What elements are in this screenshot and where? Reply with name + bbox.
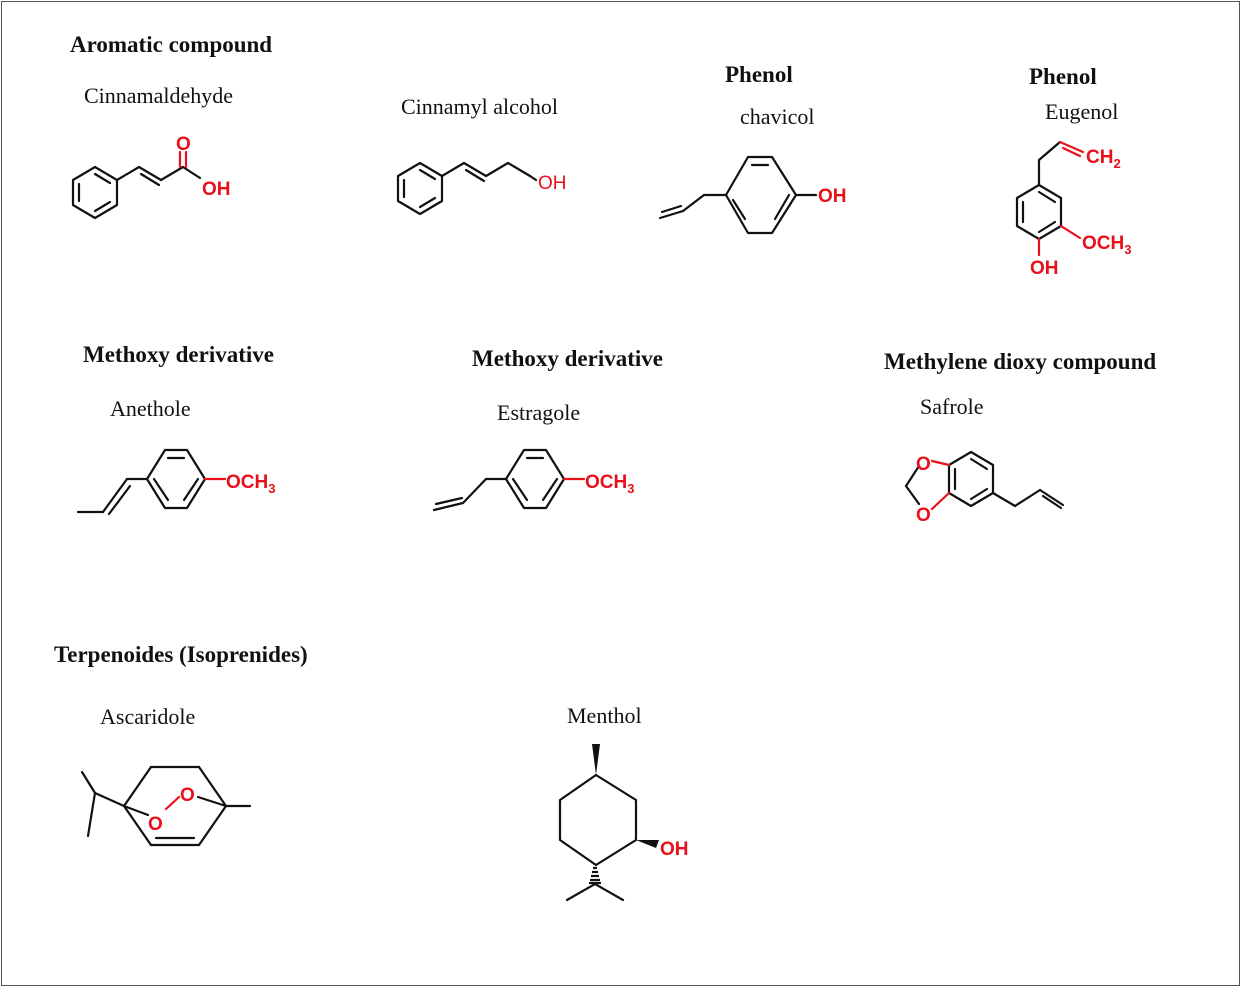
atom-label-och3: OCH3 bbox=[585, 472, 634, 496]
atom-label-oh: OH bbox=[1030, 258, 1059, 279]
compound-name-eugenol: Eugenol bbox=[1045, 99, 1119, 124]
group-header-aromatic: Aromatic compound bbox=[70, 32, 273, 57]
structure-cinnamyl-alcohol: OH bbox=[396, 161, 567, 216]
atom-label-o-bottom: O bbox=[916, 505, 931, 526]
atom-label-och3: OCH3 bbox=[1082, 233, 1131, 257]
atom-label-o-top: O bbox=[916, 454, 931, 475]
group-header-methylene-dioxy: Methylene dioxy compound bbox=[884, 349, 1157, 374]
atom-label-oh: OH bbox=[202, 179, 231, 200]
structure-cinnamaldehyde: O OH bbox=[71, 134, 231, 220]
atom-label-och3: OCH3 bbox=[226, 472, 275, 496]
structure-ascaridole: O O bbox=[80, 765, 252, 847]
compound-name-menthol: Menthol bbox=[567, 703, 642, 728]
structure-chavicol: OH bbox=[658, 155, 847, 235]
compound-name-cinnamyl-alcohol: Cinnamyl alcohol bbox=[401, 94, 559, 119]
group-header-methoxy-anethole: Methoxy derivative bbox=[83, 342, 274, 367]
atom-label-ch2: CH2 bbox=[1086, 147, 1121, 171]
compound-name-anethole: Anethole bbox=[110, 396, 191, 421]
atom-label-oh: OH bbox=[818, 186, 847, 207]
group-header-terpenoids: Terpenoides (Isoprenides) bbox=[54, 642, 308, 667]
atom-label-oh: OH bbox=[660, 839, 689, 860]
structure-menthol: OH bbox=[558, 744, 689, 902]
compound-name-chavicol: chavicol bbox=[740, 104, 815, 129]
compound-name-estragole: Estragole bbox=[497, 400, 581, 425]
atom-label-oh: OH bbox=[538, 173, 567, 194]
atom-label-o-left: O bbox=[148, 814, 163, 835]
group-header-phenol-eugenol: Phenol bbox=[1029, 64, 1097, 89]
compound-name-ascaridole: Ascaridole bbox=[100, 704, 196, 729]
atom-label-o: O bbox=[176, 134, 191, 155]
group-header-methoxy-estragole: Methoxy derivative bbox=[472, 346, 663, 371]
structure-safrole: O O bbox=[904, 450, 1065, 526]
compound-name-cinnamaldehyde: Cinnamaldehyde bbox=[84, 83, 234, 108]
structure-estragole: OCH3 bbox=[432, 448, 634, 512]
atom-label-o-right: O bbox=[180, 785, 195, 806]
group-header-phenol-chavicol: Phenol bbox=[725, 62, 793, 87]
compound-name-safrole: Safrole bbox=[920, 394, 984, 419]
structure-eugenol: CH2 OCH3 OH bbox=[1015, 140, 1131, 279]
structure-anethole: OCH3 bbox=[76, 448, 275, 516]
